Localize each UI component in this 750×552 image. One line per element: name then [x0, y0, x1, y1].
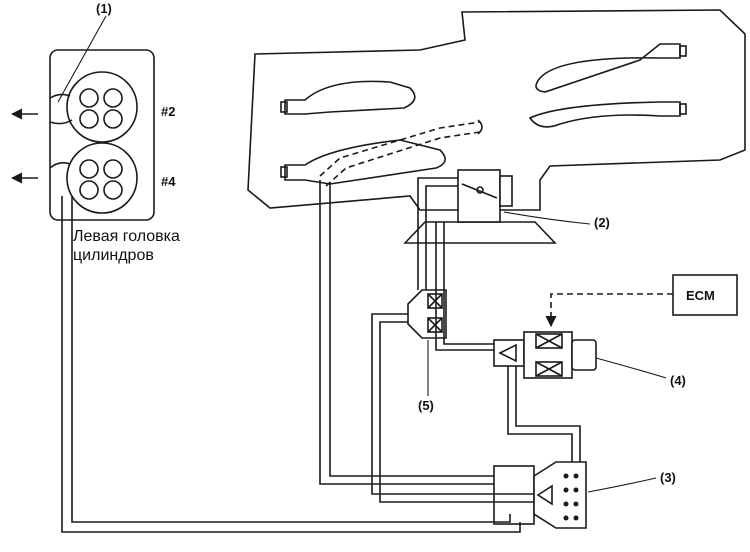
callout-1-leader	[57, 15, 107, 103]
hose-network	[61, 177, 581, 533]
cylinder-2-label: #2	[161, 104, 175, 119]
callout-4-label: (4)	[670, 373, 686, 388]
throttle-valve-2	[457, 169, 513, 223]
ecm-signal-line	[545, 293, 673, 328]
caption-line-2: цилиндров	[73, 247, 154, 264]
valve-5	[407, 289, 447, 339]
cylinder-4-valves	[66, 142, 138, 214]
valve-3	[493, 461, 587, 529]
callout-3-leader	[587, 477, 657, 493]
callout-4-leader	[595, 357, 667, 379]
ecm-box	[672, 274, 738, 316]
callout-3-label: (3)	[660, 470, 676, 485]
callout-2-label: (2)	[594, 215, 610, 230]
solenoid-valve-4	[493, 331, 597, 379]
left-cylinder-head	[49, 49, 155, 221]
ecm-label: ECM	[686, 288, 715, 303]
cylinder-2-valves	[66, 71, 138, 143]
callout-1-label: (1)	[96, 1, 112, 16]
cylinder-4-label: #4	[161, 174, 176, 189]
caption-line-1: Левая головка	[73, 228, 180, 245]
callout-5-label: (5)	[418, 398, 434, 413]
callout-2-leader	[503, 211, 591, 225]
intake-manifold	[247, 9, 746, 244]
